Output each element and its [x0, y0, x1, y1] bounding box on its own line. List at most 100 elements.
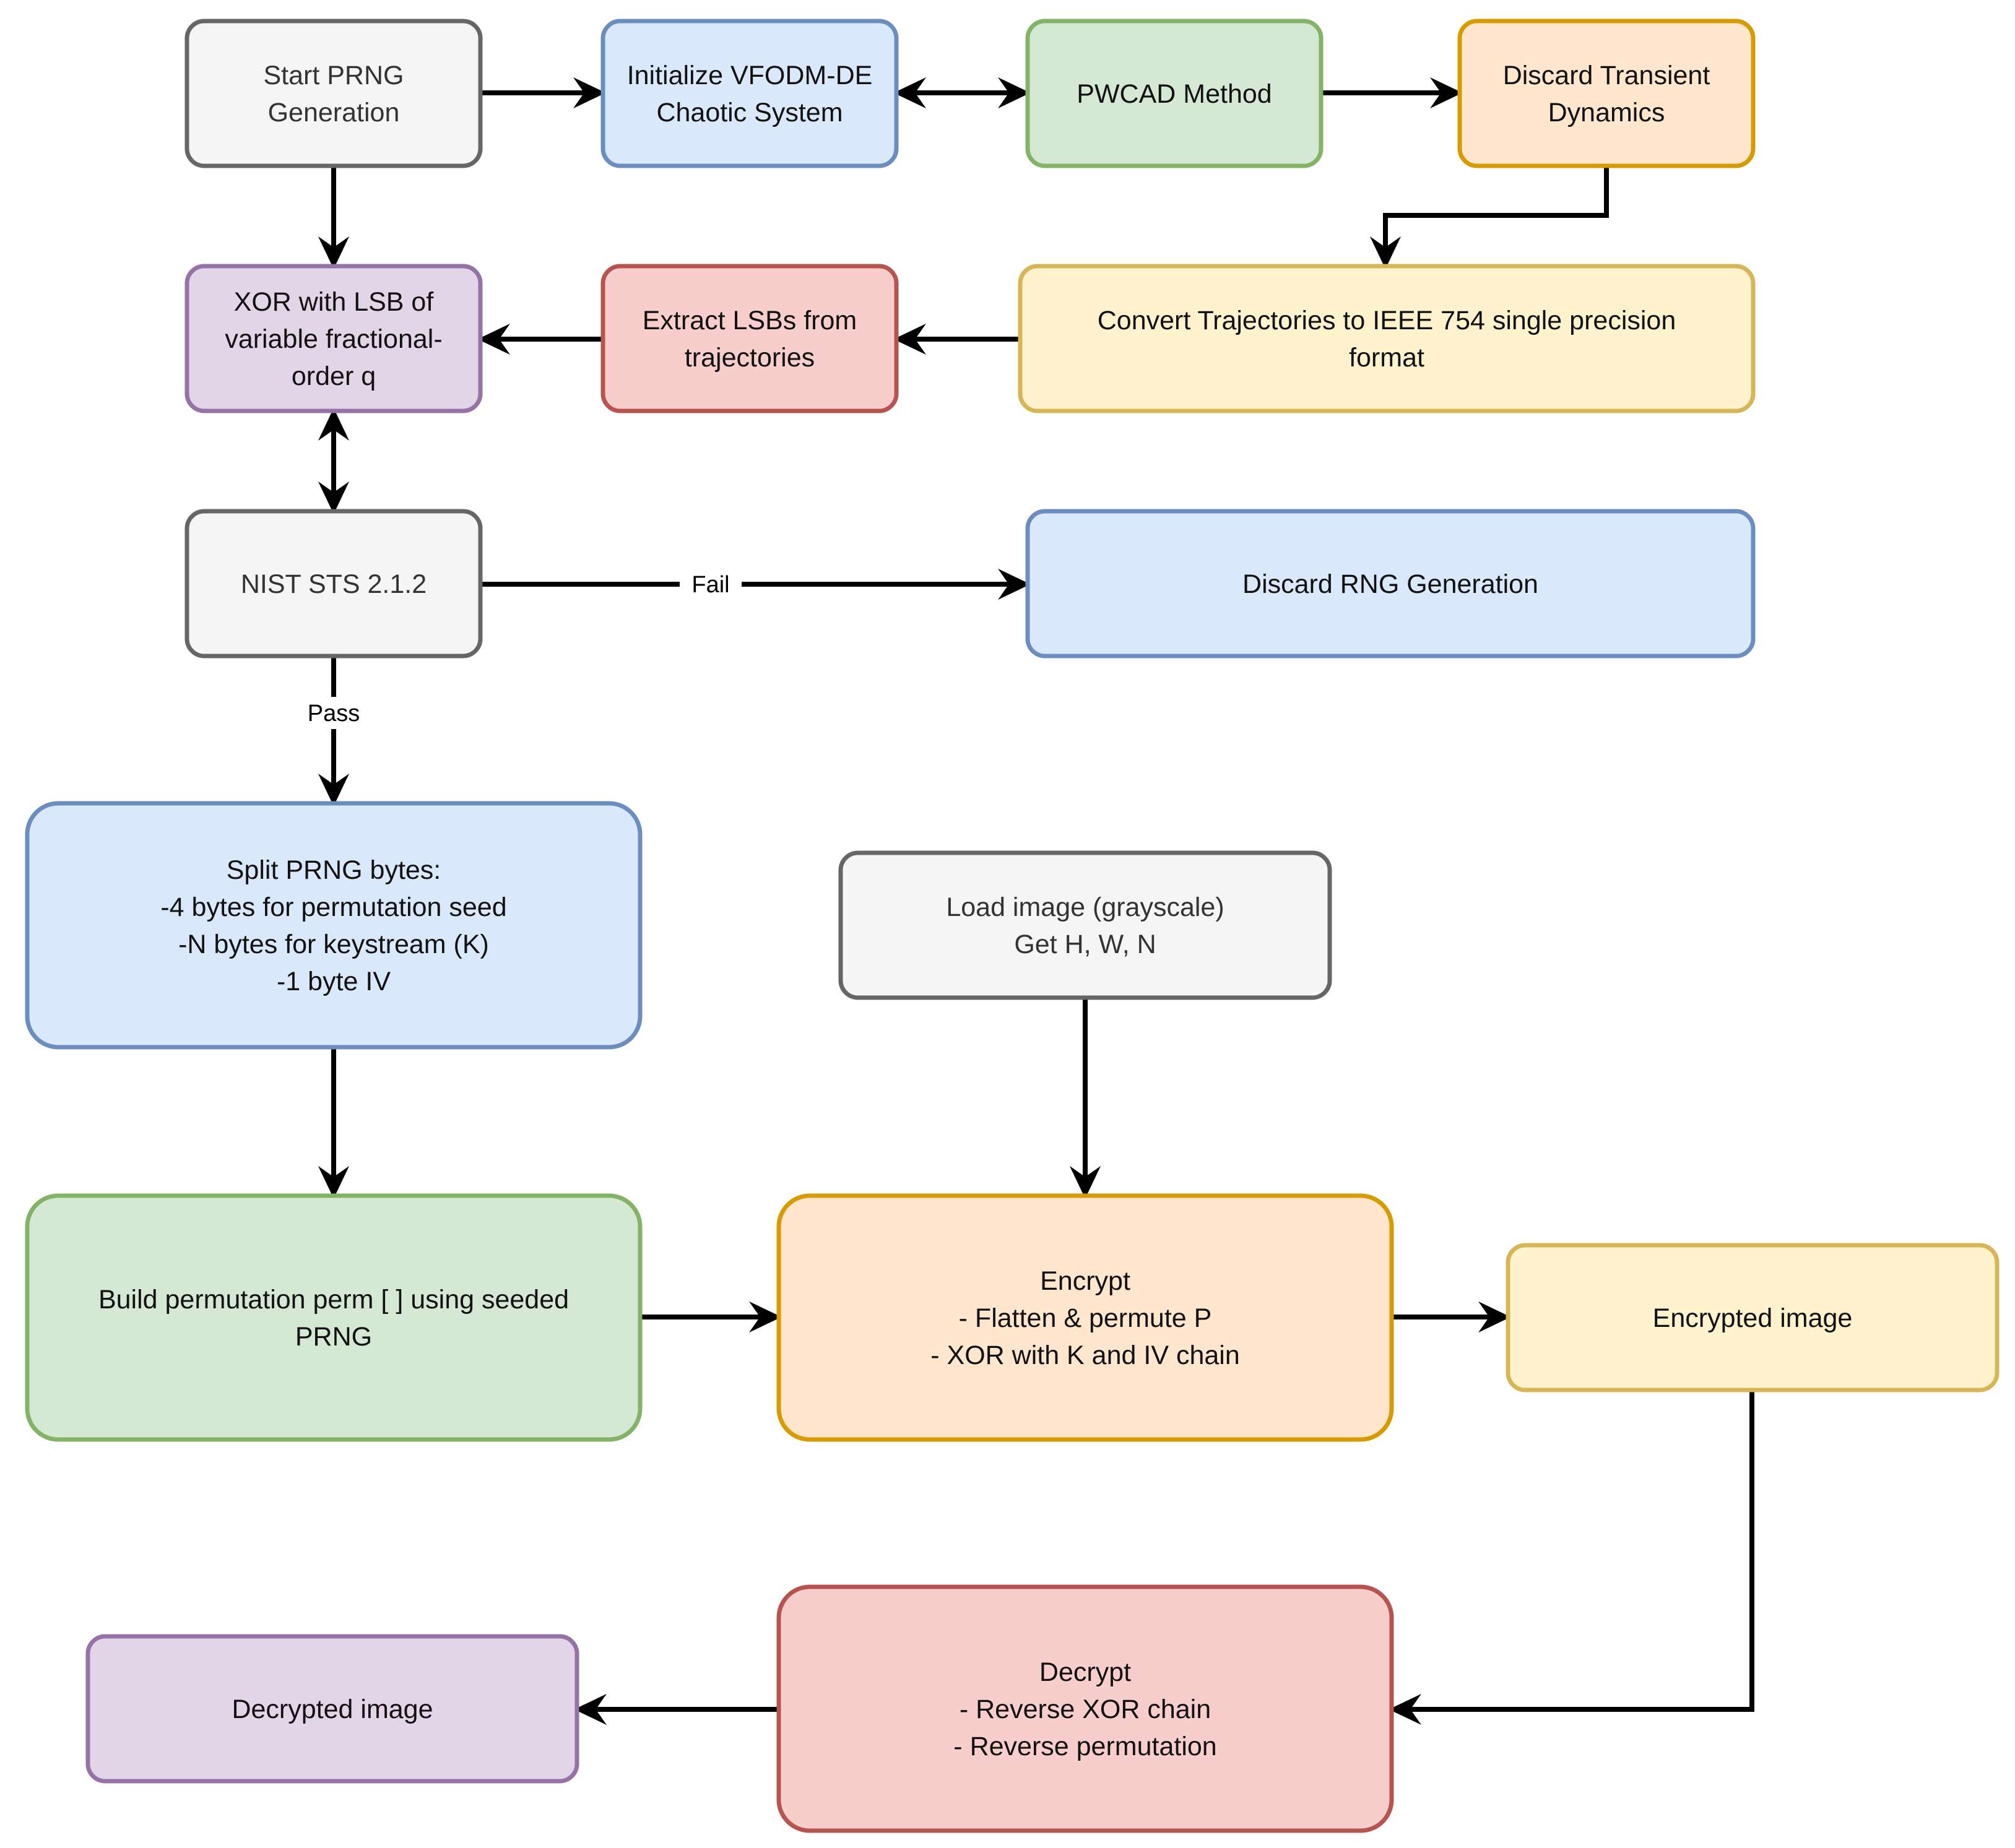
node-nist-sts-label: NIST STS 2.1.2 — [241, 569, 427, 599]
node-start-prng-generation-label-line: Generation — [268, 98, 400, 127]
node-discard-rng-generation-label-line: Discard RNG Generation — [1242, 569, 1538, 599]
node-build-permutation-label-line: Build permutation perm [ ] using seeded — [98, 1285, 569, 1315]
node-split-prng-bytes-label-line: Split PRNG bytes: — [227, 855, 441, 885]
edge-encrypted-to-decrypt — [1389, 1390, 1754, 1725]
node-encrypt-label: Encrypt - Flatten & permute P - XOR with K… — [930, 1266, 1240, 1370]
node-encrypt-label-line: Encrypt — [1040, 1266, 1130, 1296]
edge-build-to-encrypt-arrowhead-end — [749, 1301, 782, 1333]
node-decrypt-label-line: - Reverse XOR chain — [960, 1695, 1211, 1724]
edge-build-to-encrypt — [640, 1301, 782, 1333]
edge-label-fail-background — [680, 568, 742, 600]
node-nist-sts-box — [184, 509, 483, 658]
node-load-image-label-line: Get H, W, N — [1014, 930, 1156, 959]
node-nist-sts-label-line: NIST STS 2.1.2 — [241, 569, 427, 599]
node-load-image-box — [838, 850, 1332, 1000]
edges-layer — [318, 77, 1754, 1725]
edge-start-to-init — [480, 77, 606, 109]
edge-split-to-build — [318, 1047, 350, 1199]
node-extract-lsbs: Extract LSBs from trajectories — [600, 264, 899, 413]
edge-xor-nist-bidirectional-arrowhead-end — [318, 481, 350, 514]
node-convert-trajectories-box — [1018, 264, 1756, 413]
node-pwcad-method: PWCAD Method — [1025, 19, 1324, 168]
node-extract-lsbs-box — [600, 264, 899, 413]
node-discard-rng-generation: Discard RNG Generation — [1025, 509, 1756, 658]
node-split-prng-bytes-label: Split PRNG bytes: -4 bytes for permutatio… — [160, 855, 506, 996]
node-start-prng-generation-label-line: Start PRNG — [264, 61, 404, 90]
node-discard-transient-dynamics-box — [1457, 19, 1756, 168]
edge-label-pass: Pass — [303, 697, 365, 729]
node-load-image-label: Load image (grayscale)Get H, W, N — [946, 892, 1224, 959]
edge-encrypted-to-decrypt-arrowhead-end — [1389, 1693, 1421, 1725]
node-convert-trajectories-label-line: format — [1349, 343, 1424, 373]
node-discard-rng-generation-box — [1025, 509, 1756, 658]
edge-pwcad-to-discard-arrowhead-end — [1430, 77, 1463, 109]
node-encrypt-label-line: - Flatten & permute P — [959, 1303, 1212, 1333]
edge-encrypted-to-decrypt-line — [1409, 1390, 1754, 1712]
node-nist-sts: NIST STS 2.1.2 — [184, 509, 483, 658]
edge-init-pwcad-bidirectional-arrowhead-start — [893, 77, 926, 109]
node-xor-with-lsb-box — [184, 264, 483, 413]
node-initialize-chaotic-system-box — [600, 19, 899, 168]
node-extract-lsbs-label-line: Extract LSBs from — [643, 306, 857, 335]
node-decrypt: Decrypt- Reverse XOR chain- Reverse perm… — [776, 1584, 1394, 1833]
node-build-permutation-box — [25, 1193, 643, 1442]
edge-init-pwcad-bidirectional — [893, 77, 1031, 109]
node-xor-with-lsb: XOR with LSB of variable fractional-order… — [184, 264, 483, 413]
node-convert-trajectories-label: Convert Trajectories to IEEE 754 single … — [1098, 306, 1676, 373]
edge-nist-to-discard-rng-arrowhead-end — [998, 568, 1031, 600]
node-convert-trajectories: Convert Trajectories to IEEE 754 single … — [1018, 264, 1756, 413]
node-xor-with-lsb-label-line: order q — [292, 361, 376, 391]
edge-start-to-xor — [318, 166, 350, 269]
node-decrypted-image-label: Decrypted image — [232, 1695, 433, 1724]
node-convert-trajectories-label-line: Convert Trajectories to IEEE 754 single … — [1098, 306, 1676, 335]
edge-label-pass-background — [303, 697, 365, 729]
node-decrypt-box — [776, 1584, 1394, 1833]
edge-xor-nist-bidirectional-arrowhead-start — [318, 408, 350, 441]
node-load-image: Load image (grayscale)Get H, W, N — [838, 850, 1332, 1000]
edge-convert-to-extract — [893, 323, 1020, 355]
node-encrypted-image-label-line: Encrypted image — [1653, 1303, 1853, 1333]
edge-start-to-xor-arrowhead-end — [318, 236, 350, 269]
edge-pwcad-to-discard — [1321, 77, 1463, 109]
edge-convert-to-extract-arrowhead-end — [893, 323, 926, 355]
edge-label-fail: Fail — [680, 568, 742, 600]
node-pwcad-method-label: PWCAD Method — [1077, 79, 1272, 109]
node-initialize-chaotic-system-label-line: Initialize VFODM-DE — [627, 61, 873, 90]
edge-encrypt-to-encrypted — [1392, 1301, 1511, 1333]
edge-extract-to-xor — [477, 323, 603, 355]
node-start-prng-generation-label: Start PRNG Generation — [264, 61, 404, 127]
node-split-prng-bytes-label-line: -N bytes for keystream (K) — [178, 930, 489, 959]
node-split-prng-bytes-box — [25, 801, 643, 1050]
edge-discard-to-convert-arrowhead-end — [1369, 236, 1402, 269]
edge-discard-to-convert-line — [1383, 166, 1609, 249]
node-extract-lsbs-label-line: trajectories — [685, 343, 815, 373]
node-decrypted-image: Decrypted image — [85, 1634, 579, 1784]
node-encrypt-label-line: - XOR with K and IV chain — [930, 1341, 1240, 1370]
node-decrypted-image-box — [85, 1634, 579, 1784]
node-split-prng-bytes: Split PRNG bytes: -4 bytes for permutatio… — [25, 801, 643, 1050]
node-xor-with-lsb-label-line: XOR with LSB of — [234, 287, 435, 317]
edge-decrypt-to-decrypted — [574, 1693, 779, 1725]
edge-nist-to-split-arrowhead-end — [318, 774, 350, 806]
node-xor-with-lsb-label-line: variable fractional- — [225, 324, 442, 354]
edge-load-to-encrypt — [1069, 998, 1101, 1199]
node-discard-transient-dynamics-label-line: Dynamics — [1548, 98, 1665, 127]
edge-decrypt-to-decrypted-arrowhead-end — [574, 1693, 607, 1725]
node-encrypted-image-label: Encrypted image — [1653, 1303, 1853, 1333]
node-start-prng-generation: Start PRNG Generation — [184, 19, 483, 168]
edge-extract-to-xor-arrowhead-end — [477, 323, 510, 355]
edge-discard-to-convert — [1369, 166, 1609, 269]
node-split-prng-bytes-label-line: -4 bytes for permutation seed — [160, 892, 506, 922]
node-encrypted-image-box — [1506, 1243, 2000, 1392]
node-pwcad-method-label-line: PWCAD Method — [1077, 79, 1272, 109]
node-pwcad-method-box — [1025, 19, 1324, 168]
node-decrypt-label-line: - Reverse permutation — [953, 1732, 1216, 1761]
